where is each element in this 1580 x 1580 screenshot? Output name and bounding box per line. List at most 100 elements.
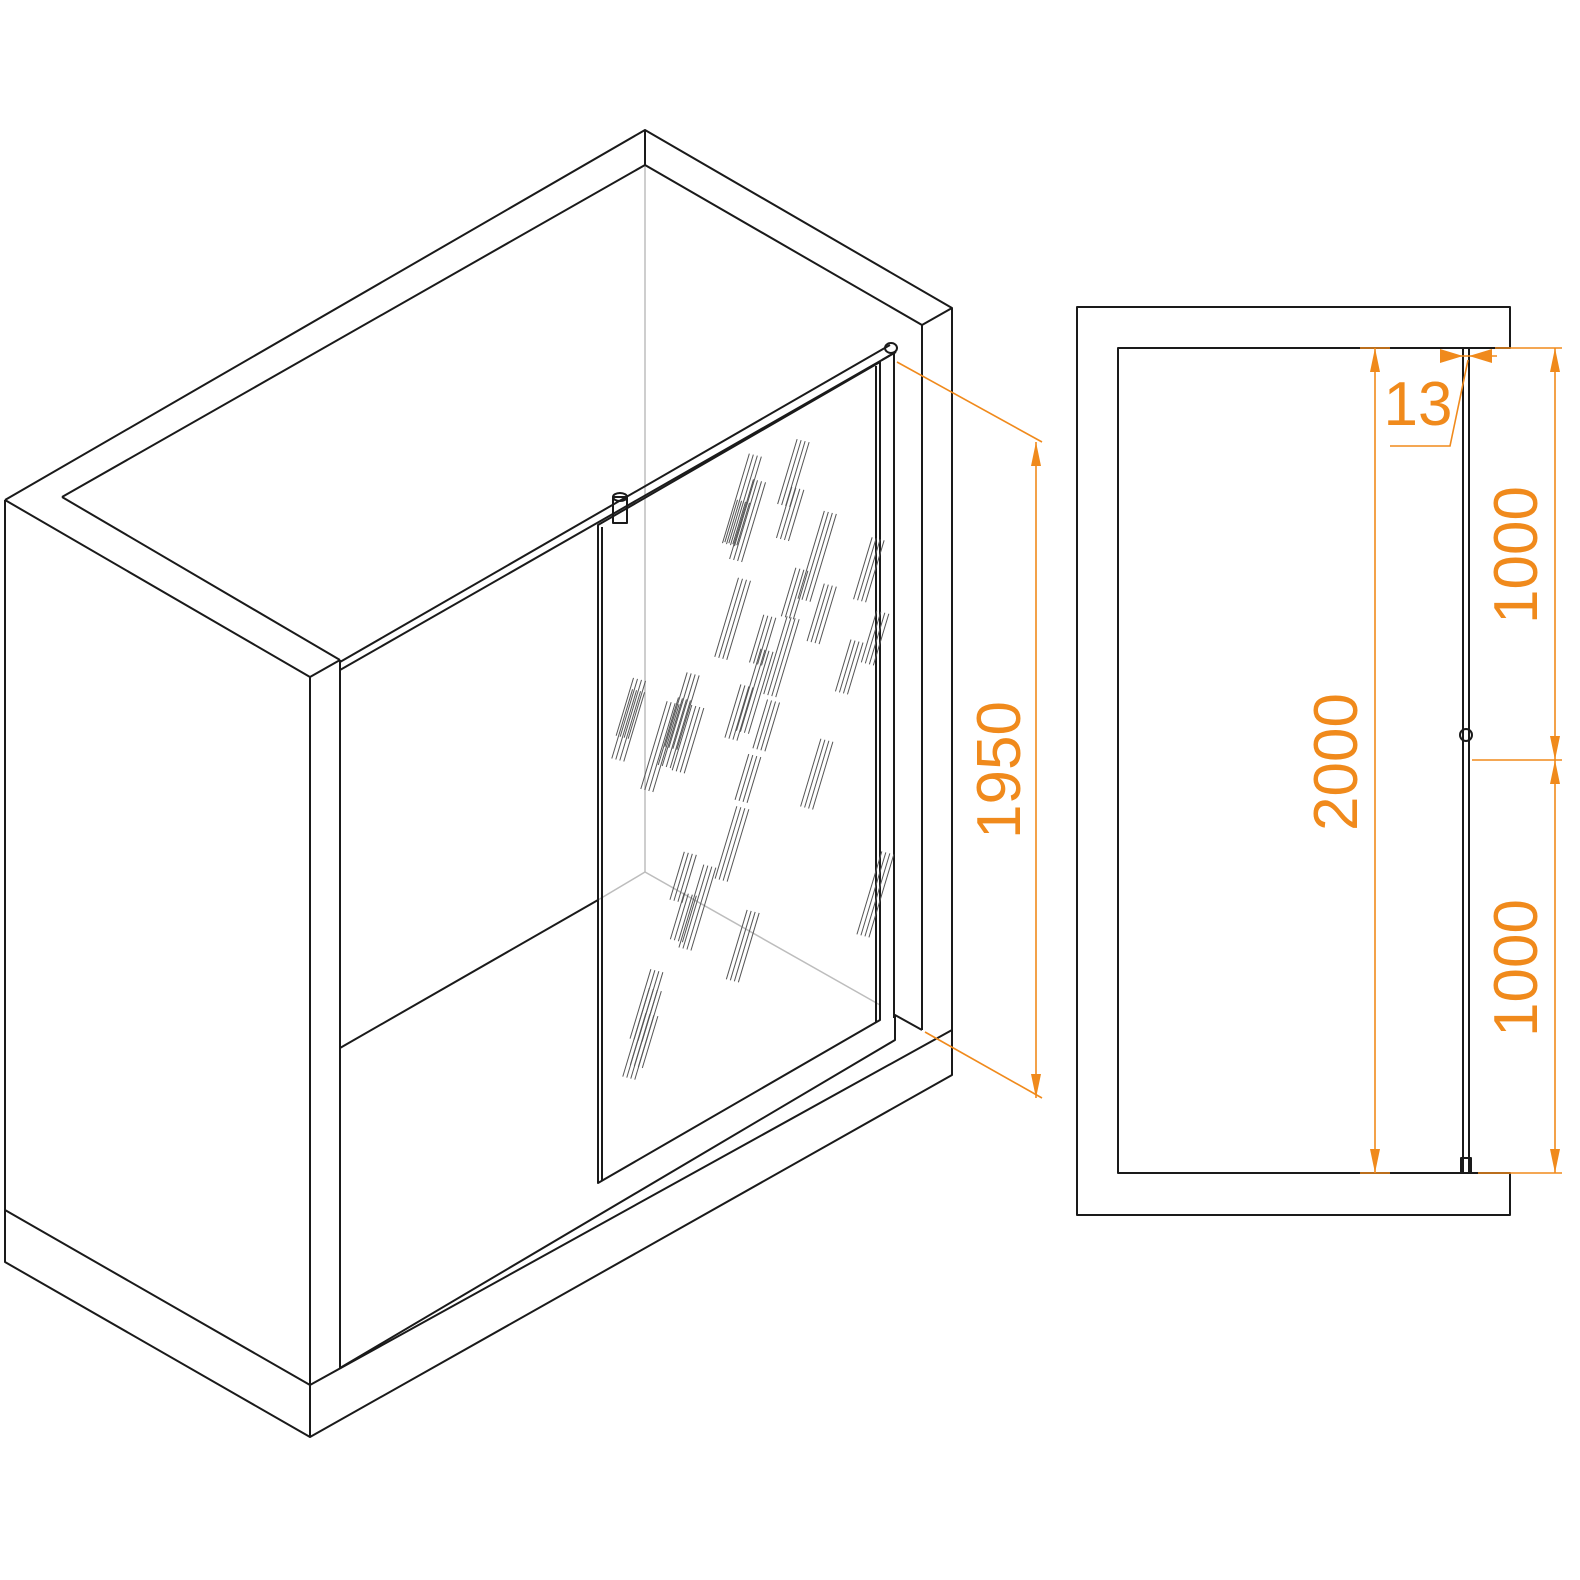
hatch-stroke (622, 987, 650, 1077)
hatch-stroke (861, 539, 881, 602)
hatch-stroke (611, 689, 634, 759)
hatch-stroke (619, 678, 638, 737)
hatch-stroke (644, 702, 672, 791)
dimension-1950: 1950 (896, 361, 1043, 1099)
hatch-stroke (672, 674, 696, 749)
hatch-stroke (805, 512, 833, 601)
hatch-stroke (714, 577, 739, 657)
hatch-stroke (714, 806, 738, 879)
dimension-2000: 2000 (1302, 347, 1390, 1174)
hatch-stroke (722, 453, 750, 544)
hatch-stroke (781, 439, 802, 506)
hatch-stroke (775, 486, 793, 539)
hatch-stroke (677, 853, 693, 902)
hatch-stroke (623, 679, 642, 738)
hatch-stroke (814, 585, 833, 644)
hatch-stroke (718, 578, 743, 658)
hatch-stroke (779, 487, 797, 540)
hatch-stroke (724, 684, 742, 738)
hatch-stroke (615, 690, 638, 760)
hatch-stroke (623, 692, 646, 762)
dimension-label-lower: 1000 (1482, 899, 1551, 1037)
hatch-stroke (657, 697, 679, 766)
hatch-stroke (767, 617, 792, 696)
hatch-stroke (678, 864, 705, 948)
hatch-stroke (846, 642, 864, 695)
hatch-stroke (747, 651, 774, 734)
hatch-stroke (771, 618, 796, 697)
hatch-stroke (764, 702, 781, 752)
hatch-stroke (864, 853, 891, 937)
hatch-stroke (801, 511, 829, 600)
hatch-stroke (783, 488, 801, 541)
hatch-stroke (637, 1014, 655, 1068)
hatch-stroke (673, 852, 689, 901)
hatch-stroke (804, 739, 826, 808)
hatch-stroke (641, 1015, 659, 1069)
hatch-stroke (865, 540, 885, 603)
dimension-label-total-width: 2000 (1302, 693, 1371, 831)
hatch-stroke (726, 454, 754, 545)
hatch-stroke (736, 687, 754, 741)
hatch-stroke (761, 617, 777, 666)
hatch-stroke (742, 755, 758, 802)
plan-view: 2000 1000 1000 13 (1076, 306, 1562, 1216)
hatch-stroke (736, 502, 751, 546)
hatch-stroke (784, 568, 801, 618)
hatch-stroke (652, 704, 680, 793)
hatch-stroke (671, 704, 693, 771)
floor-back-lines (597, 871, 881, 1006)
hatch-stroke (627, 680, 646, 739)
hatch-stroke (780, 567, 797, 617)
hatch-stroke (725, 909, 748, 980)
hatch-stroke (681, 854, 697, 903)
hatch-stroke (856, 851, 883, 935)
hatch-stroke (864, 611, 882, 664)
hatch-stroke (734, 456, 762, 547)
wall-profile (881, 352, 895, 1018)
hatch-stroke (753, 615, 769, 664)
hatch-stroke (676, 675, 700, 750)
dimension-13: 13 (1384, 349, 1497, 447)
hatch-stroke (669, 892, 685, 940)
wall-plan-outline (1076, 306, 1511, 1216)
hatch-stroke (812, 741, 834, 810)
hatch-stroke (746, 756, 762, 803)
hatch-stroke (842, 641, 860, 694)
hatch-stroke (735, 648, 762, 731)
hatch-stroke (834, 639, 852, 692)
hatch-stroke (683, 707, 705, 774)
hatch-stroke (788, 569, 805, 619)
hatch-stroke (818, 586, 837, 645)
hatch-stroke (726, 809, 750, 882)
hatch-stroke (777, 438, 798, 505)
hatch-stroke (763, 616, 788, 695)
glass-plan (1462, 347, 1470, 1174)
hatch-stroke (629, 1012, 647, 1066)
hatch-stroke (675, 705, 697, 772)
glass-panel (597, 361, 881, 1184)
hatch-stroke (718, 807, 742, 880)
dimension-label-thickness: 13 (1384, 370, 1453, 439)
hatch-stroke (677, 894, 693, 942)
isometric-view: 1950 (4, 129, 1043, 1438)
hatch-stroke (872, 613, 890, 666)
hatch-stroke (669, 851, 685, 900)
hatch-stroke (661, 698, 683, 767)
hatch-stroke (737, 481, 762, 562)
hatch-stroke (669, 700, 691, 769)
hatch-stroke (619, 691, 642, 761)
support-rail (339, 344, 891, 663)
hatch-stroke (809, 513, 837, 602)
dimension-1000-split: 1000 1000 (1472, 347, 1562, 1174)
hatch-stroke (732, 686, 750, 740)
hatch-stroke (857, 538, 877, 601)
hatch-stroke (733, 480, 758, 561)
front-wall-top (4, 499, 341, 678)
hatch-stroke (853, 537, 873, 600)
hatch-stroke (737, 912, 760, 983)
hatch-stroke (797, 510, 825, 599)
floor-line (339, 899, 599, 1049)
hatch-stroke (752, 699, 769, 749)
hatch-stroke (787, 489, 805, 542)
